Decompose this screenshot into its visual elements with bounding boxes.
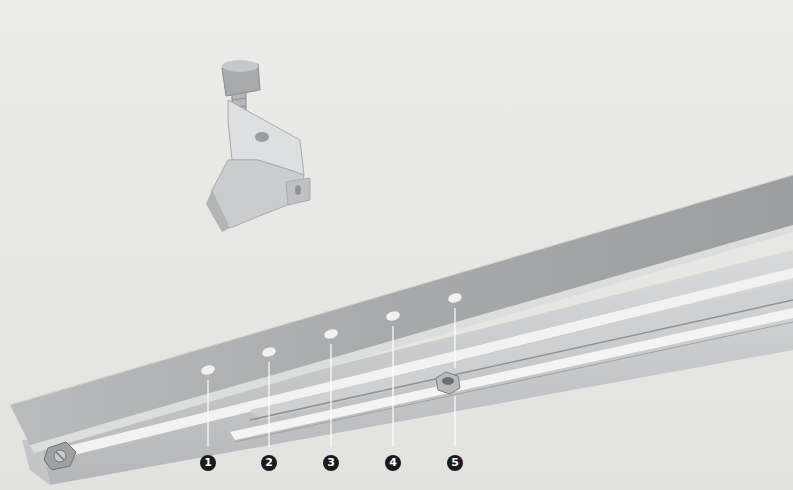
nut — [436, 372, 460, 394]
callout-number: 4 — [385, 455, 401, 471]
clamp-bracket — [206, 60, 310, 232]
flat-bar — [10, 175, 793, 453]
callout-number: 1 — [200, 455, 216, 471]
callout-number: 3 — [323, 455, 339, 471]
leader-lines — [208, 308, 455, 447]
callout-number: 2 — [261, 455, 277, 471]
pivot-bolt — [44, 442, 76, 470]
callout-number: 5 — [447, 455, 463, 471]
